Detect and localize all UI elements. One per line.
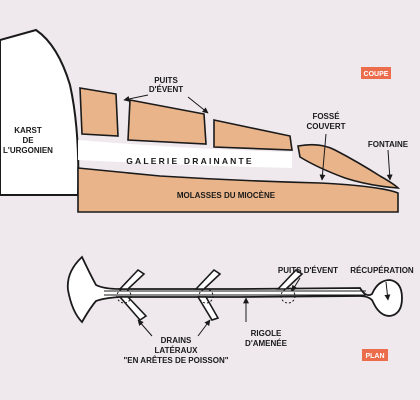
molasse-layer: [77, 167, 399, 213]
label-fosse-2: COUVERT: [306, 122, 345, 131]
arrow-puits-right: [187, 96, 209, 114]
label-karst-1: KARST: [14, 126, 42, 135]
arrow-recuperation: [384, 281, 391, 301]
plan-badge-label: PLAN: [365, 353, 384, 360]
label-karst-2: DE: [22, 136, 34, 145]
sediment-block-3: [213, 119, 293, 151]
drain-up-3: [276, 268, 304, 290]
label-fontaine: FONTAINE: [368, 140, 409, 149]
karst-block: [0, 28, 80, 196]
vent-shaft-2: [198, 288, 214, 304]
arrow-drains-1: [137, 319, 153, 337]
label-rigole-2: D'AMENÉE: [245, 339, 288, 348]
arrow-drains-2: [197, 319, 211, 337]
drain-up-1: [118, 268, 146, 290]
label-drains-3: "EN ARÊTES DE POISSON": [123, 356, 228, 365]
label-puits-coupe-2: D'ÉVENT: [149, 85, 183, 94]
plan-badge: [362, 349, 388, 361]
label-puits-plan: PUITS D'ÉVENT: [278, 266, 338, 275]
label-drains-1: DRAINS: [161, 336, 192, 345]
label-fosse-1: FOSSÉ: [312, 112, 340, 121]
arrow-fontaine: [386, 149, 393, 181]
sediment-block-2: [127, 99, 207, 145]
coupe-badge: [361, 67, 391, 79]
label-galerie: GALERIE DRAINANTE: [126, 156, 254, 166]
drain-down-1: [118, 296, 148, 322]
coupe-badge-label: COUPE: [364, 71, 389, 78]
section-view: KARST DE L'URGONIEN PUITS D'ÉVENT FOSSÉ …: [0, 28, 409, 213]
label-puits-coupe-1: PUITS: [154, 76, 178, 85]
gallery-band: [78, 140, 292, 168]
drain-up-2: [194, 268, 222, 290]
label-drains-2: LATÉRAUX: [155, 346, 199, 355]
arrow-fosse: [319, 133, 327, 181]
plan-drain-body: [66, 255, 403, 324]
label-rigole-1: RIGOLE: [251, 329, 282, 338]
arrow-puits-plan: [291, 277, 301, 292]
vent-shaft-1: [116, 288, 132, 304]
plan-view: PUITS D'ÉVENT RÉCUPÉRATION RIGOLE D'AMEN…: [66, 255, 414, 365]
label-recuperation: RÉCUPÉRATION: [350, 266, 414, 275]
label-karst-3: L'URGONIEN: [3, 146, 53, 155]
arrow-puits-left: [123, 94, 149, 102]
vent-shaft-3: [280, 288, 296, 304]
label-molasses: MOLASSES DU MIOCÈNE: [177, 191, 276, 200]
covered-ditch: [297, 143, 401, 189]
sediment-block-1: [79, 87, 119, 137]
